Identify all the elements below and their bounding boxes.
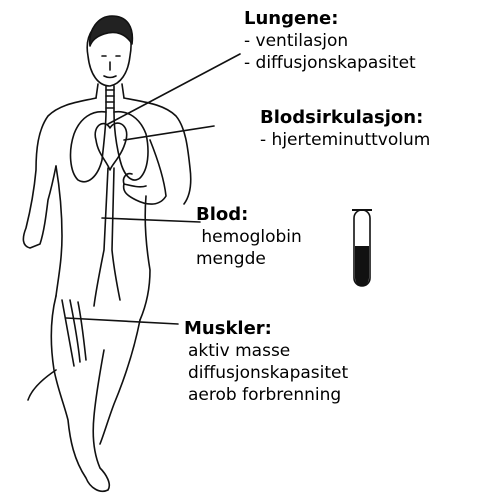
muscles-label: Muskler: aktiv masse diffusjonskapasitet… <box>184 318 348 406</box>
pointer-heart <box>124 126 214 140</box>
circulation-label: Blodsirkulasjon: - hjerteminuttvolum <box>260 107 430 151</box>
hair <box>90 16 133 46</box>
lungs-heading: Lungene: <box>244 8 416 30</box>
muscles-item: diffusjonskapasitet <box>184 362 348 384</box>
circulation-heading: Blodsirkulasjon: <box>260 107 430 129</box>
heart <box>95 123 127 170</box>
muscles-item: aerob forbrenning <box>184 384 348 406</box>
lung-right <box>114 112 148 180</box>
muscles-item: aktiv masse <box>184 340 348 362</box>
test-tube-icon <box>352 210 372 286</box>
leg-forward <box>51 296 109 491</box>
pointer-muscles <box>66 318 178 324</box>
leg-back <box>100 320 140 444</box>
circulation-item: - hjerteminuttvolum <box>260 129 430 151</box>
lungs-item: - ventilasjon <box>244 30 416 52</box>
lung-left <box>71 112 106 182</box>
blood-heading: Blod: <box>196 204 302 226</box>
blood-item: mengde <box>196 248 302 270</box>
pointer-blood <box>102 218 200 222</box>
torso-outline <box>23 98 96 248</box>
blood-item: hemoglobin <box>196 226 302 248</box>
muscles-heading: Muskler: <box>184 318 348 340</box>
lungs-item: - diffusjonskapasitet <box>244 52 416 74</box>
blood-label: Blod: hemoglobin mengde <box>196 204 302 270</box>
blood-vessel <box>94 168 120 306</box>
lungs-label: Lungene: - ventilasjon - diffusjonskapas… <box>244 8 416 74</box>
